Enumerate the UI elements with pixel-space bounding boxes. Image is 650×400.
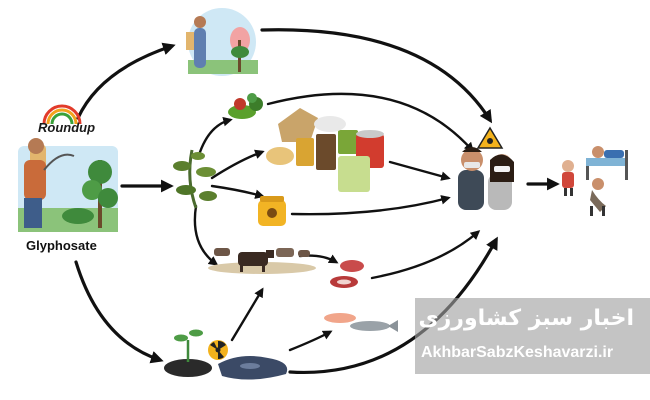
watermark-banner: اخبار سبز کشاورزی AkhbarSabzKeshavarzi.i… xyxy=(415,298,650,374)
farmer-spraying-icon xyxy=(186,8,258,76)
fish-icon xyxy=(324,313,398,332)
arrow-plant-to-veg xyxy=(198,116,233,154)
arrow-meat-to-people xyxy=(370,230,481,280)
roundup-logo-icon xyxy=(42,104,82,125)
watermark-url: AkhbarSabzKeshavarzi.ir xyxy=(421,344,614,361)
arrow-veg-to-people xyxy=(266,92,474,153)
harvested-plant-icon xyxy=(173,149,217,209)
honey-jar-icon xyxy=(258,196,286,226)
seedling-soil-icon xyxy=(164,329,212,377)
arrow-glyphosate-to-farmer xyxy=(76,42,176,120)
arrow-plant-to-honey xyxy=(210,184,265,199)
arrow-water-to-people xyxy=(288,236,498,375)
sick-people-icon xyxy=(562,146,628,216)
livestock-grazing-icon xyxy=(208,248,316,274)
arrow-plant-to-foods xyxy=(210,149,265,180)
arrow-farmer-to-people xyxy=(260,28,493,124)
polluted-water-icon xyxy=(218,356,288,380)
watermark-title: اخبار سبز کشاورزی xyxy=(418,306,634,331)
arrow-soil-to-livestock xyxy=(230,287,264,342)
arrow-honey-to-people xyxy=(290,195,451,216)
arrow-glyphosate-to-soil xyxy=(74,260,164,364)
sprayer-farmer-icon xyxy=(18,138,118,232)
radiation-hazard-icon xyxy=(208,340,228,360)
arrow-water-to-fish xyxy=(288,330,333,352)
masked-people-icon xyxy=(458,147,514,210)
biohazard-warning-icon xyxy=(476,126,504,149)
glyphosate-label: Glyphosate xyxy=(26,238,97,253)
vegetables-icon xyxy=(228,93,263,119)
roundup-label: Roundup xyxy=(38,120,96,135)
packaged-foods-icon xyxy=(266,108,384,192)
raw-meat-icon xyxy=(330,260,364,288)
arrow-foods-to-people xyxy=(388,160,451,181)
rainbow-icon xyxy=(42,104,82,125)
arrow-plant-to-livestock xyxy=(193,204,219,266)
